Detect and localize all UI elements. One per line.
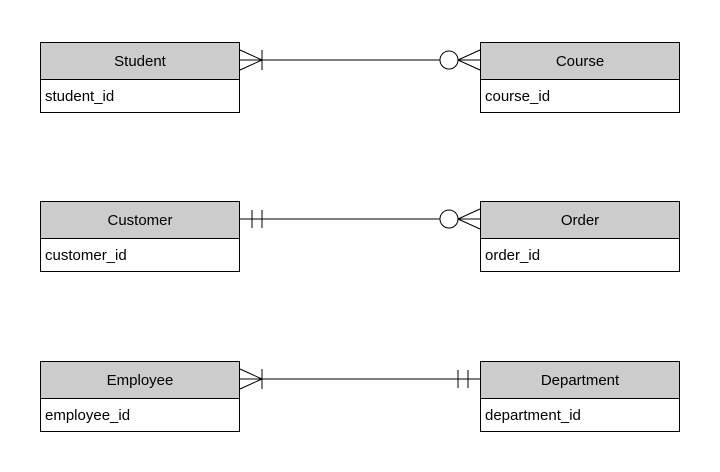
entity-title: Student [41,43,239,80]
entity-employee[interactable]: Employee employee_id [40,361,240,432]
entity-attribute: course_id [481,80,679,112]
entity-title: Order [481,202,679,239]
entity-course[interactable]: Course course_id [480,42,680,113]
entity-department[interactable]: Department department_id [480,361,680,432]
entity-title: Employee [41,362,239,399]
relationship-connector-employee-department[interactable] [239,368,480,390]
entity-attribute: customer_id [41,239,239,271]
entity-student[interactable]: Student student_id [40,42,240,113]
entity-title: Course [481,43,679,80]
entity-title: Department [481,362,679,399]
entity-title: Customer [41,202,239,239]
relationship-connector-student-course[interactable] [239,49,481,71]
relationship-connector-customer-order[interactable] [240,208,481,230]
entity-attribute: student_id [41,80,239,112]
entity-order[interactable]: Order order_id [480,201,680,272]
entity-customer[interactable]: Customer customer_id [40,201,240,272]
entity-attribute: department_id [481,399,679,431]
entity-attribute: employee_id [41,399,239,431]
entity-attribute: order_id [481,239,679,271]
